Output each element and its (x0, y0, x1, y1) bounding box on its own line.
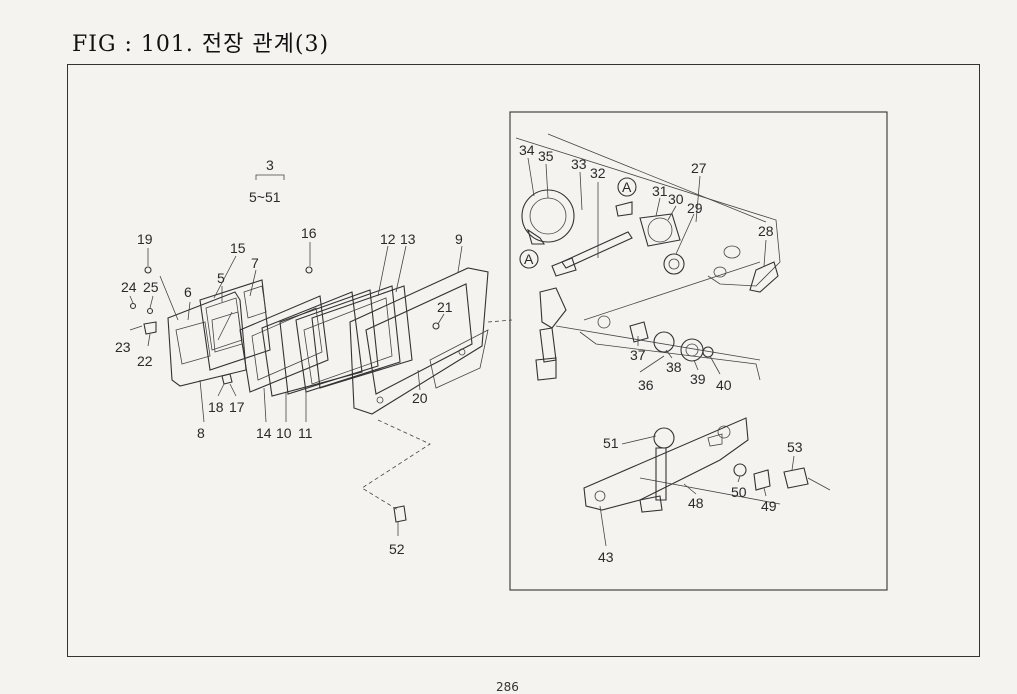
callout: 43 (598, 549, 614, 565)
callout: 22 (137, 353, 153, 369)
callout: 25 (143, 279, 159, 295)
callout: 9 (455, 231, 463, 247)
knob-nut (629, 321, 649, 343)
clip (221, 373, 233, 385)
front-bezel (349, 267, 489, 415)
callout: 16 (301, 225, 317, 241)
speedometer-cable (361, 419, 431, 511)
retainer-ring (663, 253, 685, 275)
callout: 32 (590, 165, 606, 181)
callout: 13 (400, 231, 416, 247)
socket (143, 321, 157, 335)
callout: 7 (251, 255, 259, 271)
callout: 40 (716, 377, 732, 393)
callout: 38 (666, 359, 682, 375)
screw-16 (305, 266, 313, 274)
switch-bracket (583, 417, 749, 511)
callout: 3 (266, 157, 274, 173)
figure-title: FIG : 101. 전장 관계(3) (72, 32, 330, 57)
callout: 18 (208, 399, 224, 415)
callout: 49 (761, 498, 777, 514)
callout: 23 (115, 339, 131, 355)
leader-lines-left (129, 174, 463, 536)
callout: 50 (731, 484, 747, 500)
bulb-socket (144, 266, 152, 274)
lens-plate (279, 289, 379, 395)
callout-labels: 3 5~51 19 15 5 7 6 24 25 23 22 16 12 13 … (115, 142, 803, 565)
callout: 17 (229, 399, 245, 415)
callout: 20 (412, 390, 428, 406)
detail-inset-box (509, 111, 888, 591)
callout: 12 (380, 231, 396, 247)
callout: 19 (137, 231, 153, 247)
callout: 28 (758, 223, 774, 239)
callout: 5 (217, 270, 225, 286)
page-number: 286 (496, 680, 519, 694)
callout: 48 (688, 495, 704, 511)
screw (129, 302, 137, 310)
callout: 29 (687, 200, 703, 216)
callout: A (622, 179, 632, 195)
callout: 51 (603, 435, 619, 451)
rear-case (167, 291, 247, 387)
diagram-frame (67, 64, 980, 657)
window-plate (295, 285, 401, 393)
callout: 33 (571, 156, 587, 172)
callout: 10 (276, 425, 292, 441)
nut-49 (753, 469, 771, 491)
callout: 21 (437, 299, 453, 315)
ref-marker-a-top (617, 177, 637, 197)
callout: 27 (691, 160, 707, 176)
callout: 53 (787, 439, 803, 455)
callout: 30 (668, 191, 684, 207)
callout: 35 (538, 148, 554, 164)
callout: 34 (519, 142, 535, 158)
connector-53 (783, 467, 809, 489)
callout: 8 (197, 425, 205, 441)
lock-ring (521, 189, 575, 243)
callout: 31 (652, 183, 668, 199)
inset-parts (515, 133, 831, 513)
glass-plate (311, 285, 413, 389)
instrument-cluster-assembly (129, 266, 513, 523)
callout: 14 (256, 425, 272, 441)
switch-rod (561, 231, 633, 269)
printed-board (239, 295, 329, 393)
callout: 5~51 (249, 189, 281, 205)
callout: A (524, 251, 534, 267)
callout: 11 (298, 425, 313, 441)
callout: 15 (230, 240, 246, 256)
callout: 39 (690, 371, 706, 387)
switch-51 (653, 427, 675, 449)
face-plate (261, 291, 363, 397)
cable-end (393, 505, 407, 523)
gauge-plate (199, 279, 271, 371)
knob-38 (653, 331, 675, 353)
lighter-socket (539, 287, 567, 329)
leader-lines-right (527, 157, 795, 547)
callout: 37 (630, 347, 646, 363)
switch-body (639, 213, 681, 247)
ref-marker-a-left (519, 249, 539, 269)
callout: 24 (121, 279, 137, 295)
callout: 52 (389, 541, 405, 557)
callout: 6 (184, 284, 192, 300)
callout: 36 (638, 377, 654, 393)
clip-28 (749, 261, 779, 293)
